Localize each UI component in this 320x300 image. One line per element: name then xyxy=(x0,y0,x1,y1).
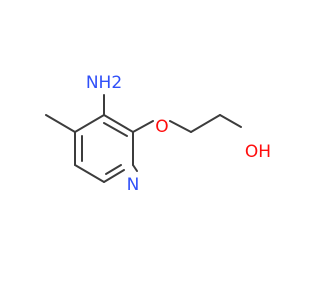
hydroxyl-group-label: OH xyxy=(245,142,271,162)
ring-nitrogen-label: N xyxy=(127,175,140,195)
amino-group-label: NH2 xyxy=(86,73,122,93)
bond-c2-c3 xyxy=(103,114,134,133)
molecule-structure-canvas: NH2 N O OH xyxy=(45,73,271,195)
bond-c3-c4 xyxy=(74,114,105,133)
bond-c6-n1-inner xyxy=(105,164,122,175)
bond-ether-o-ch2 xyxy=(169,120,192,133)
bond-c2-ether-o xyxy=(132,120,154,133)
ether-oxygen-label: O xyxy=(155,117,168,137)
bond-c4-methyl xyxy=(45,114,76,133)
bond-ch2-hydroxyl xyxy=(219,114,242,128)
bond-c6-n1 xyxy=(103,169,125,183)
bond-c2-c3-inner xyxy=(103,122,128,137)
bond-ch2-ch2 xyxy=(190,114,221,133)
bond-n1-c2 xyxy=(132,164,138,172)
molecule-structure: NH2 N O OH xyxy=(45,73,271,195)
bond-c5-c6 xyxy=(74,164,105,183)
